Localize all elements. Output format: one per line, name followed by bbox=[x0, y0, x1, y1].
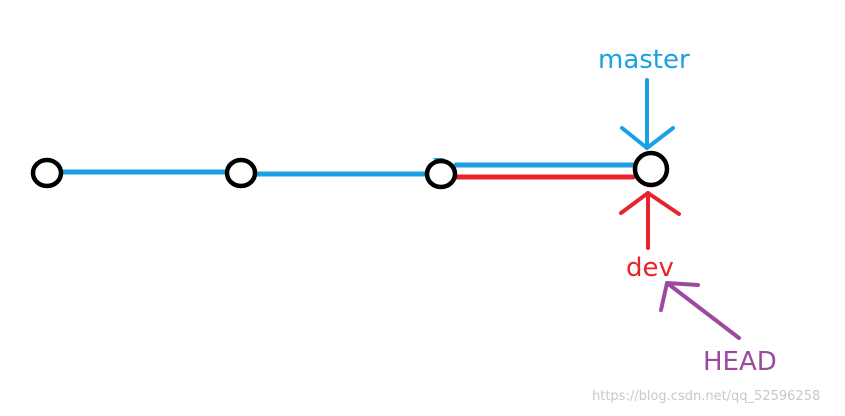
watermark: https://blog.csdn.net/qq_52596258 bbox=[592, 389, 821, 404]
head-label: HEAD bbox=[703, 347, 777, 377]
dev-arrow-head bbox=[619, 191, 681, 216]
dev-branch-label: dev bbox=[626, 253, 674, 283]
commit-2 bbox=[224, 157, 258, 189]
head-arrow-shaft bbox=[665, 281, 741, 340]
dev-arrow bbox=[619, 191, 681, 250]
commit-1 bbox=[30, 157, 64, 189]
master-arrow bbox=[620, 78, 675, 150]
commit-4 bbox=[632, 150, 670, 188]
commits bbox=[30, 150, 670, 190]
commit-3 bbox=[424, 158, 458, 190]
master-branch-label: master bbox=[598, 45, 690, 75]
master-branch-line bbox=[57, 162, 636, 177]
head-arrow bbox=[659, 281, 741, 340]
master-arrow-head bbox=[620, 126, 675, 150]
head-arrow-head bbox=[659, 281, 700, 312]
